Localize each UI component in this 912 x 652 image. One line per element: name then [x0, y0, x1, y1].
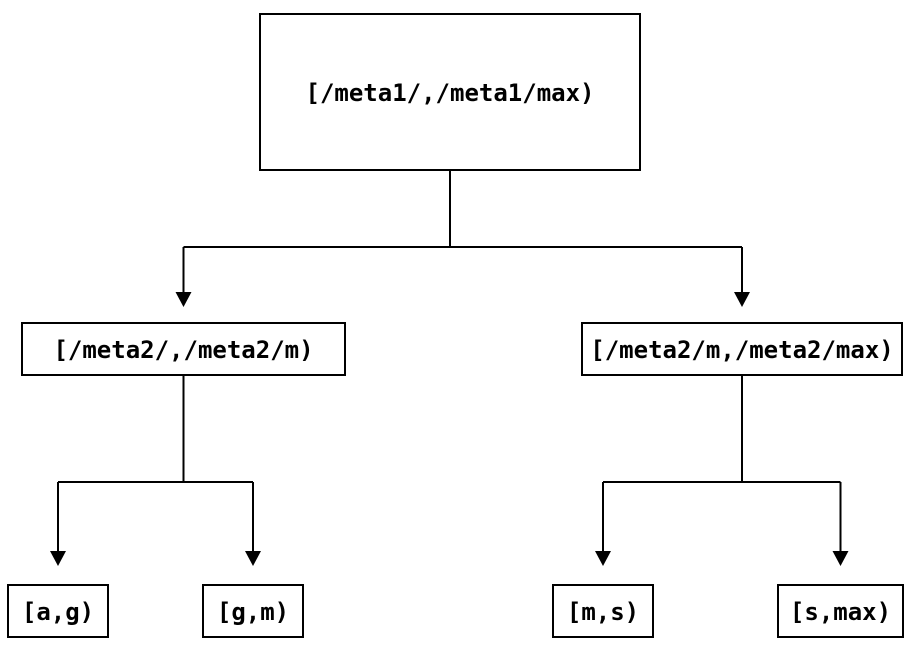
tree-node-root: [/meta1/,/meta1/max) — [259, 13, 641, 171]
node-label: [/meta2/,/meta2/m) — [53, 336, 313, 364]
arrowhead-icon — [734, 292, 750, 307]
node-box — [259, 13, 641, 171]
edge-right-to-leaves — [595, 375, 849, 566]
node-box — [21, 322, 346, 376]
edge-root-to-children — [175, 170, 750, 307]
arrowhead-icon — [175, 292, 192, 307]
tree-node-left-range: [/meta2/,/meta2/m) — [21, 322, 346, 376]
arrowhead-icon — [832, 551, 849, 566]
node-box — [7, 584, 109, 638]
connector-line — [602, 375, 842, 551]
connector-line — [182, 170, 743, 292]
tree-node-leaf-ms: [m,s) — [552, 584, 654, 638]
tree-node-leaf-ag: [a,g) — [7, 584, 109, 638]
node-label: [m,s) — [567, 598, 639, 626]
node-box — [777, 584, 904, 638]
arrowhead-icon — [50, 551, 66, 566]
node-label: [a,g) — [22, 598, 94, 626]
node-box — [581, 322, 903, 376]
node-label: [/meta1/,/meta1/max) — [306, 79, 595, 107]
node-label: [/meta2/m,/meta2/max) — [590, 336, 893, 364]
arrowhead-icon — [595, 551, 611, 566]
tree-node-leaf-smax: [s,max) — [777, 584, 904, 638]
arrowhead-icon — [245, 551, 261, 566]
tree-node-leaf-gm: [g,m) — [202, 584, 304, 638]
node-box — [202, 584, 304, 638]
node-label: [s,max) — [790, 598, 891, 626]
tree-node-right-range: [/meta2/m,/meta2/max) — [581, 322, 903, 376]
node-label: [g,m) — [217, 598, 289, 626]
edge-left-to-leaves — [50, 375, 261, 566]
connector-line — [57, 375, 254, 551]
node-box — [552, 584, 654, 638]
